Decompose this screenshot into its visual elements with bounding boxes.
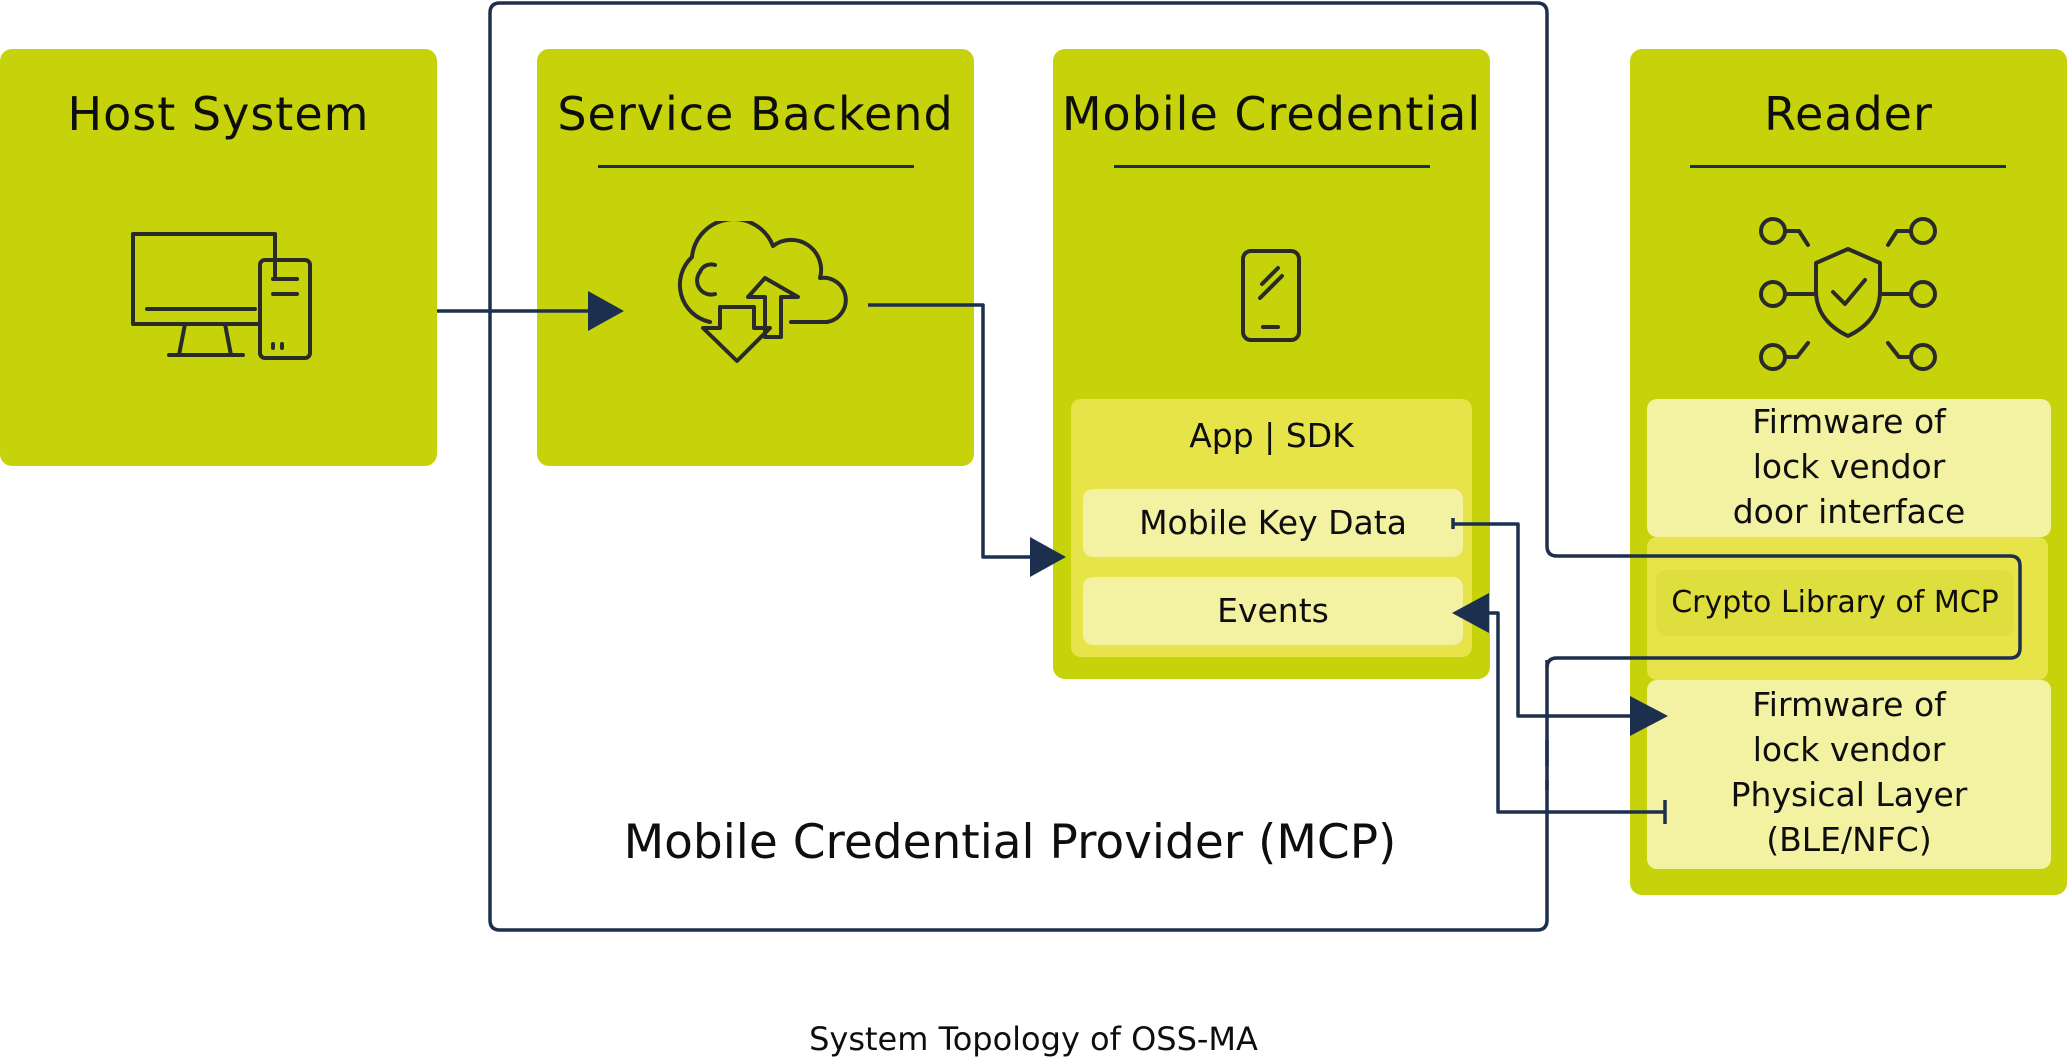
mcp-label: Mobile Credential Provider (MCP) bbox=[623, 815, 1397, 870]
firmware-physical-layer-block: Firmware of lock vendor Physical Layer (… bbox=[1647, 680, 2051, 869]
service-backend-title: Service Backend bbox=[557, 87, 954, 141]
shield-network-icon bbox=[1759, 217, 1937, 371]
computer-tower-icon bbox=[131, 232, 312, 360]
events-label: Events bbox=[1217, 591, 1329, 630]
service-backend-divider bbox=[598, 165, 914, 168]
reader-title: Reader bbox=[1764, 87, 1933, 141]
firmware-physical-layer-label: Firmware of lock vendor Physical Layer (… bbox=[1730, 685, 1968, 859]
mobile-key-data-label: Mobile Key Data bbox=[1139, 503, 1407, 542]
mobile-key-data-block: Mobile Key Data bbox=[1083, 489, 1463, 557]
mobile-credential-divider bbox=[1114, 165, 1430, 168]
app-sdk-label: App | SDK bbox=[1189, 416, 1354, 455]
mobile-credential-box: Mobile Credential App | SDK Mobile Key D… bbox=[1053, 49, 1490, 679]
host-system-title: Host System bbox=[67, 87, 370, 141]
firmware-door-interface-label: Firmware of lock vendor door interface bbox=[1732, 402, 1966, 531]
crypto-library-label: Crypto Library of MCP bbox=[1671, 585, 1999, 620]
diagram-caption: System Topology of OSS-MA bbox=[809, 1020, 1258, 1058]
smartphone-icon bbox=[1241, 249, 1301, 342]
reader-divider bbox=[1690, 165, 2006, 168]
service-backend-box: Service Backend bbox=[537, 49, 974, 466]
crypto-library-block: Crypto Library of MCP bbox=[1656, 570, 2014, 636]
mobile-credential-title: Mobile Credential bbox=[1061, 87, 1482, 141]
reader-box: Reader Firmware of lock vendor doo bbox=[1630, 49, 2067, 895]
app-sdk-panel: App | SDK Mobile Key Data Events bbox=[1071, 399, 1472, 657]
events-block: Events bbox=[1083, 577, 1463, 645]
cloud-sync-icon bbox=[677, 221, 848, 363]
firmware-door-interface-block: Firmware of lock vendor door interface bbox=[1647, 399, 2051, 537]
crypto-library-panel: Crypto Library of MCP bbox=[1647, 537, 2048, 680]
host-system-box: Host System bbox=[0, 49, 437, 466]
